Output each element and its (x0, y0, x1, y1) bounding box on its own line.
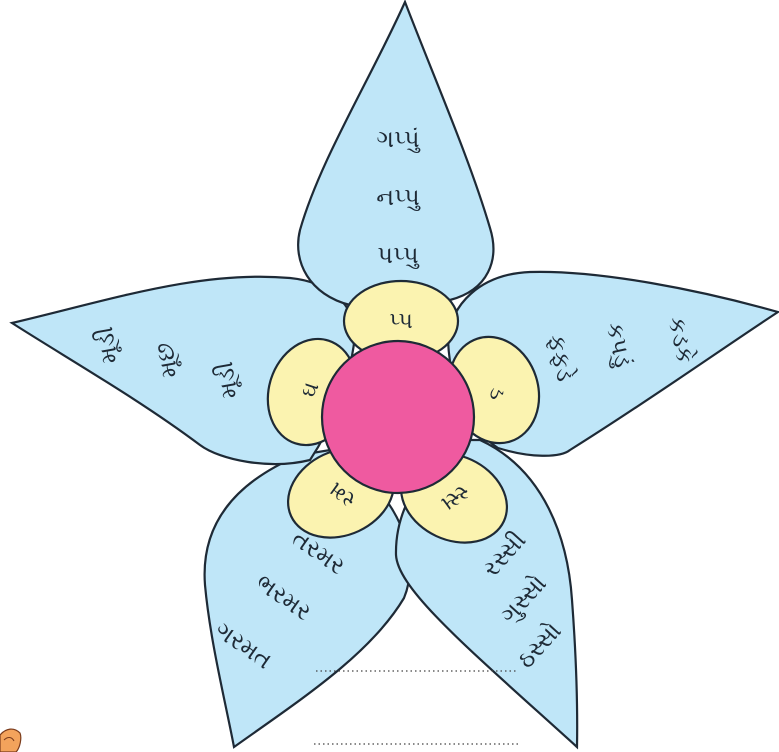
top-petal-word-3: પપ્પુ (377, 241, 420, 269)
top-petal-word-1: ગપ્પું (376, 125, 421, 153)
center-syllable-top: પ્પ (389, 309, 412, 334)
flower-center (322, 341, 474, 493)
top-petal-word-2: નપ્પુ (376, 183, 421, 211)
decorative-cartoon-figure (0, 729, 21, 752)
